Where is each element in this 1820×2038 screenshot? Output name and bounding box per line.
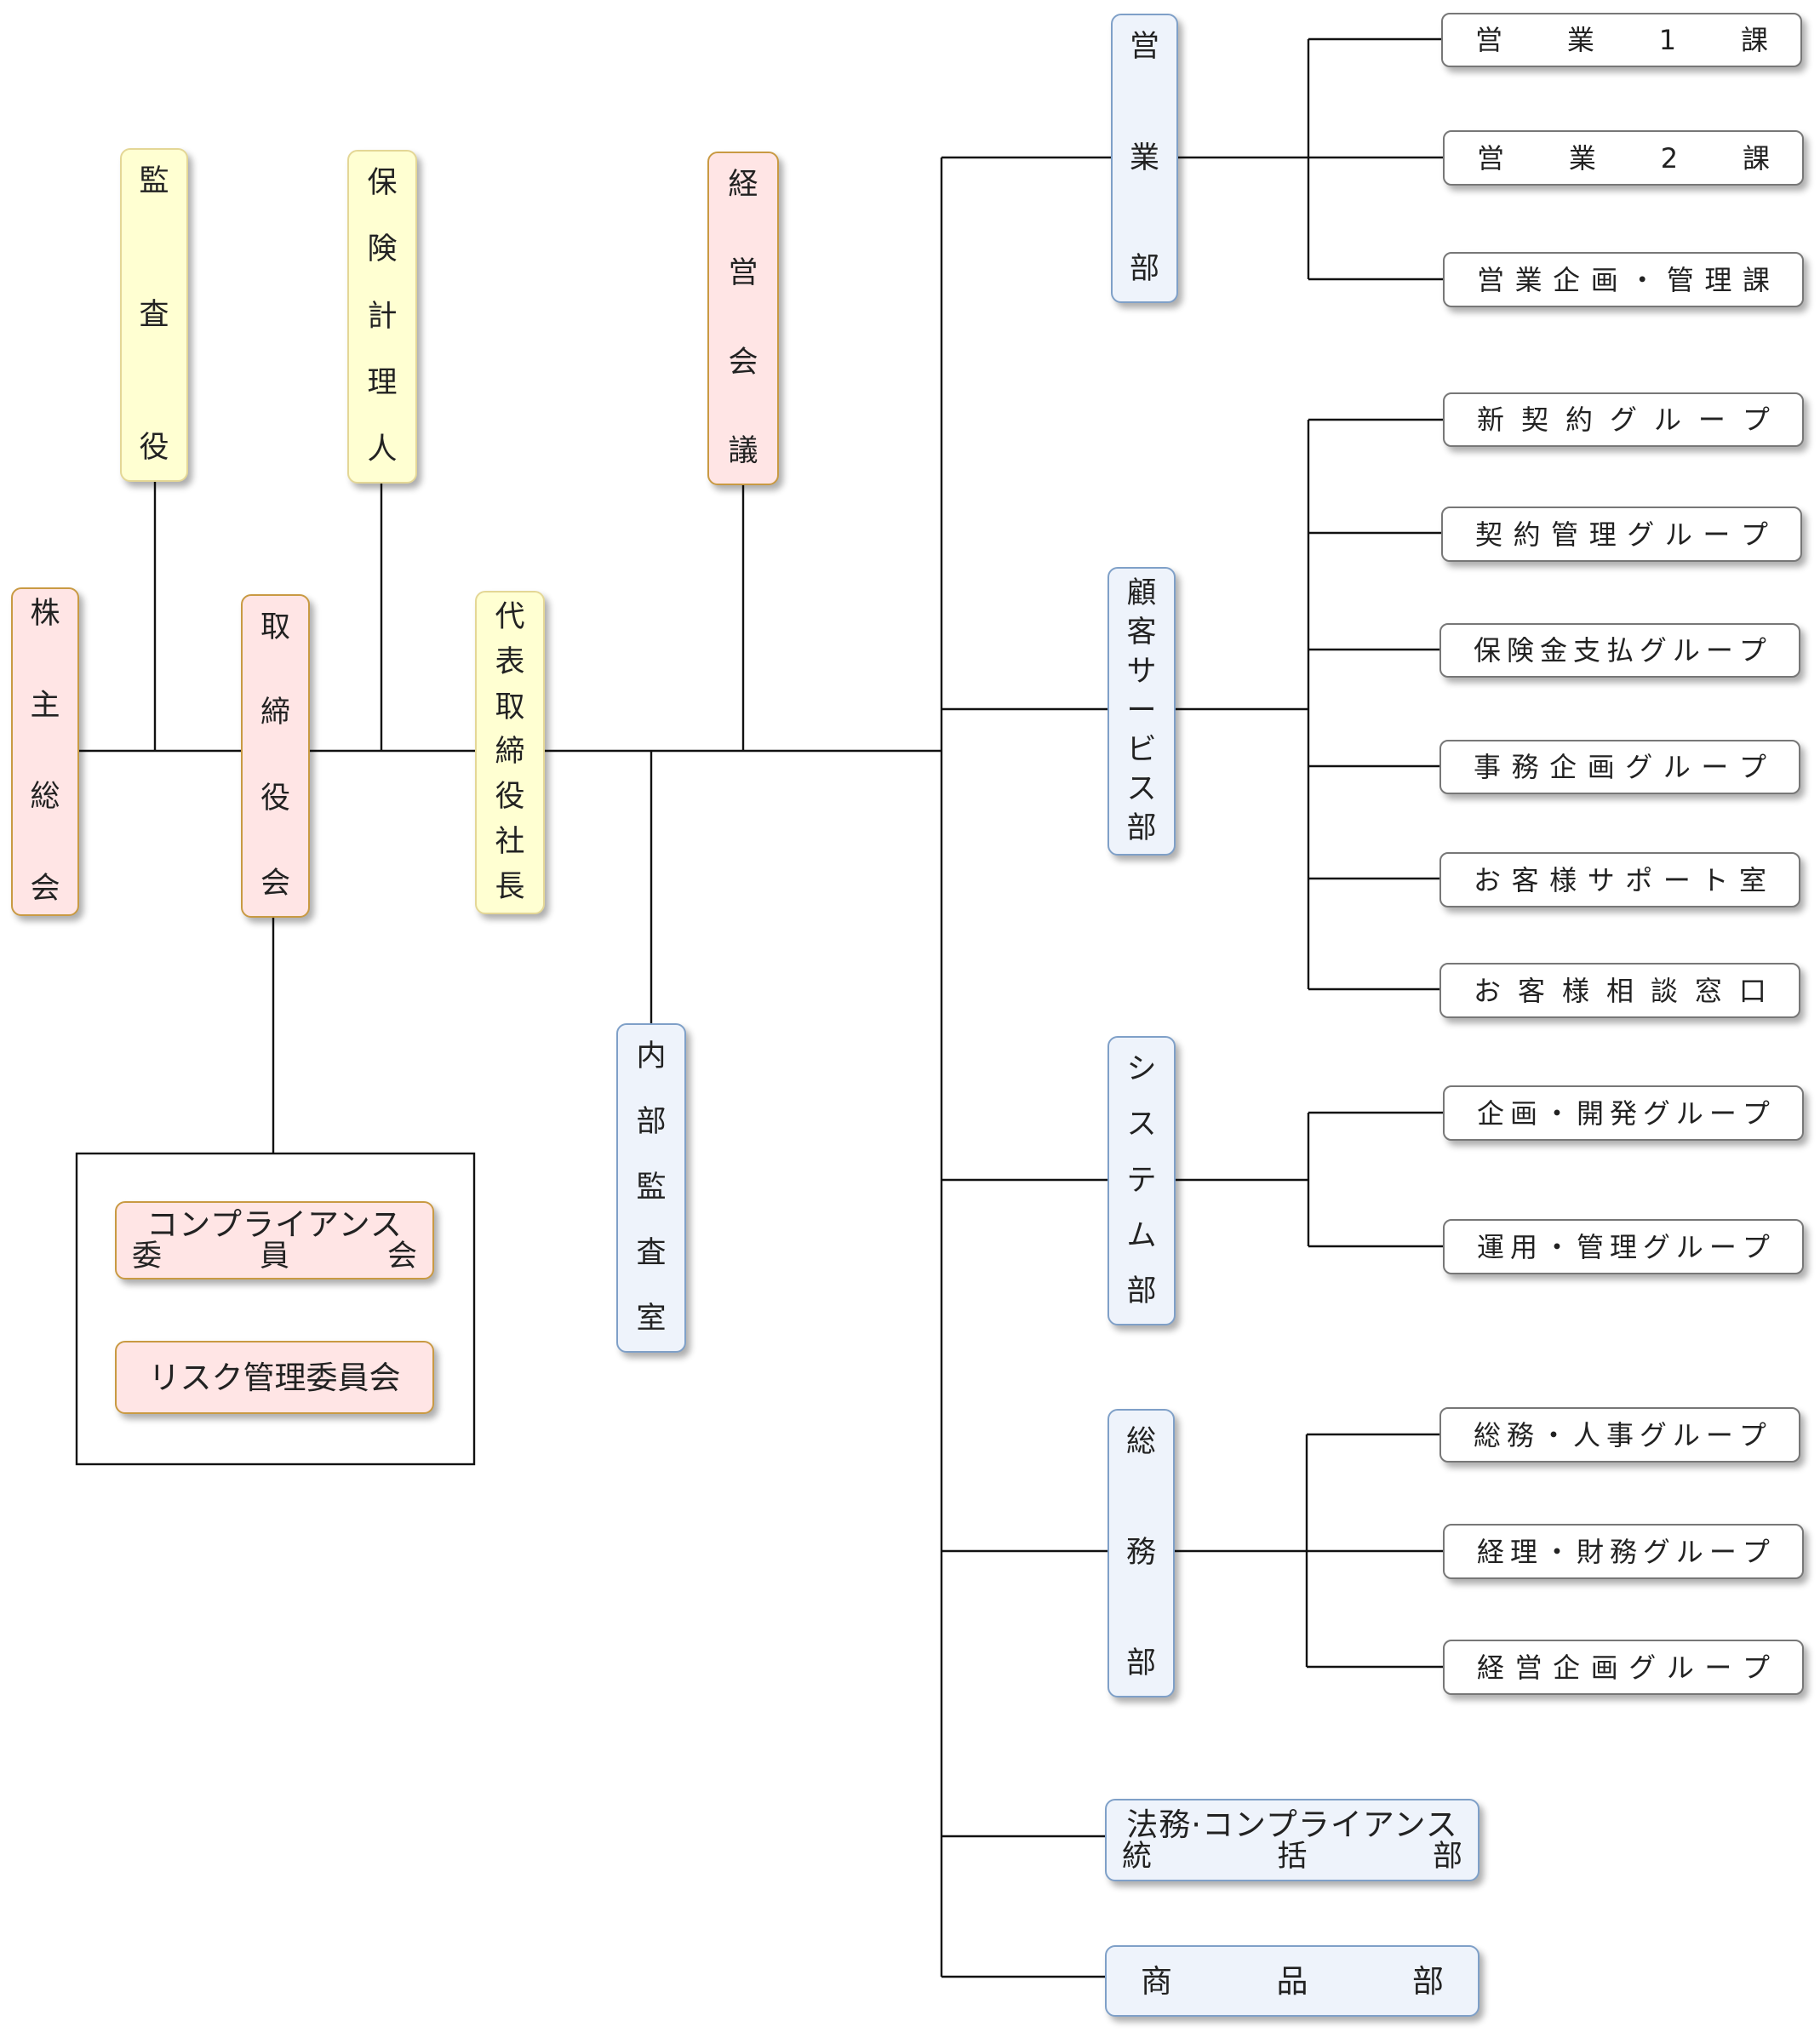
general-affairs-hr-group-box: 総務・人事グループ (1439, 1407, 1800, 1463)
compliance-committee-line2: 委 員 会 (132, 1239, 417, 1274)
admin-planning-group-box: 事務企画グループ (1439, 740, 1800, 794)
unit-label: 新契約グループ (1477, 404, 1770, 436)
label-char: 保 (367, 166, 398, 200)
label-char: 客 (1126, 615, 1157, 650)
planning-development-group-box: 企画・開発グループ (1443, 1085, 1804, 1141)
label-char: 監 (636, 1171, 667, 1205)
internal-audit-box: 内部監査室 (616, 1023, 686, 1353)
unit-label: 総務・人事グループ (1474, 1418, 1766, 1451)
unit-label: お客様相談窓口 (1474, 974, 1766, 1007)
customer-support-office-box: お客様サポート室 (1439, 852, 1800, 907)
label-char: 社 (495, 825, 525, 860)
unit-label: 企画・開発グループ (1477, 1096, 1770, 1130)
label-char: 査 (636, 1236, 667, 1270)
label-char: 室 (636, 1302, 667, 1336)
label-char: 営 (728, 256, 758, 291)
compliance-committee-box: コンプライアンス 委 員 会 (115, 1201, 434, 1279)
general-affairs-dept-box: 総務部 (1107, 1409, 1175, 1697)
president-box: 代表取締役社長 (475, 591, 545, 914)
label-char: 長 (495, 869, 525, 904)
risk-committee-label: リスク管理委員会 (148, 1359, 401, 1396)
corporate-planning-group-box: 経営企画グループ (1443, 1640, 1804, 1695)
label-char: 営 (1129, 30, 1159, 64)
actuary-box: 保険計理人 (347, 150, 417, 484)
label-char: テ (1126, 1163, 1157, 1198)
unit-label: お客様サポート室 (1474, 863, 1766, 896)
label-char: 取 (260, 610, 290, 644)
unit-label: 保険金支払グループ (1474, 634, 1766, 667)
sales-planning-section-box: 営業企画・管理課 (1443, 252, 1804, 307)
legal-compliance-line2: 統 括 部 (1122, 1839, 1462, 1874)
label-char: 監 (139, 164, 169, 198)
risk-committee-box: リスク管理委員会 (115, 1341, 434, 1414)
new-contract-group-box: 新契約グループ (1443, 392, 1804, 447)
label-char: ビ (1126, 733, 1157, 767)
label-char: 部 (1126, 1274, 1157, 1308)
customer-service-dept-box: 顧客サービス部 (1107, 567, 1176, 856)
legal-compliance-line1: 法務·コンプライアンス (1126, 1806, 1458, 1843)
label-char: ス (1126, 772, 1157, 806)
unit-label: 運用・管理グループ (1477, 1230, 1770, 1263)
auditor-box: 監査役 (120, 148, 188, 482)
label-char: 顧 (1126, 576, 1157, 610)
claims-payment-group-box: 保険金支払グループ (1439, 623, 1800, 678)
label-char: 部 (1129, 252, 1159, 286)
label-char: 代 (495, 600, 525, 634)
label-char: 計 (367, 299, 398, 334)
label-char: 取 (495, 690, 525, 724)
label-char: 総 (1125, 1425, 1156, 1459)
label-char: ス (1126, 1108, 1157, 1142)
shareholders-meeting-box: 株主総会 (11, 587, 79, 916)
label-char: 会 (728, 345, 758, 380)
label-char: 表 (495, 644, 525, 679)
label-char: 締 (495, 735, 525, 770)
label-char: 経 (728, 168, 758, 202)
contract-management-group-box: 契約管理グループ (1441, 507, 1802, 562)
label-char: サ (1126, 655, 1157, 689)
label-char: ム (1126, 1218, 1157, 1253)
legal-compliance-dept-box: 法務·コンプライアンス 統 括 部 (1105, 1799, 1479, 1881)
label-char: 主 (30, 688, 60, 723)
label-char: 内 (636, 1039, 667, 1073)
label-char: 部 (636, 1105, 667, 1139)
label-char: ー (1126, 694, 1157, 728)
label-char: 役 (139, 431, 169, 465)
compliance-committee-line1: コンプライアンス (146, 1206, 403, 1243)
label-char: 部 (1125, 1646, 1156, 1680)
system-dept-box: システム部 (1107, 1036, 1176, 1325)
label-char: 部 (1126, 811, 1157, 845)
unit-label: 経理・財務グループ (1477, 1535, 1770, 1568)
customer-consultation-box: お客様相談窓口 (1439, 963, 1800, 1018)
label-char: 議 (728, 433, 758, 468)
label-char: 査 (139, 297, 169, 332)
label-char: 人 (367, 432, 398, 467)
label-char: 役 (495, 780, 525, 815)
board-of-directors-box: 取締役会 (241, 594, 310, 918)
management-meeting-box: 経営会議 (707, 152, 779, 485)
unit-label: 契約管理グループ (1475, 518, 1768, 551)
label-char: 務 (1125, 1536, 1156, 1570)
label-char: 総 (30, 780, 60, 815)
sales-dept-box: 営業部 (1111, 14, 1178, 303)
unit-label: 事務企画グループ (1474, 751, 1766, 783)
label-char: 険 (367, 232, 398, 267)
label-char: 役 (260, 781, 290, 816)
unit-label: 経営企画グループ (1477, 1651, 1770, 1684)
label-char: 会 (260, 866, 290, 901)
unit-label: 営業企画・管理課 (1477, 263, 1770, 296)
label-char: シ (1126, 1052, 1157, 1086)
label-char: 理 (367, 365, 398, 400)
label-char: 業 (1129, 140, 1159, 175)
label-char: 会 (30, 871, 60, 906)
operation-management-group-box: 運用・管理グループ (1443, 1219, 1804, 1274)
label-char: 株 (30, 597, 60, 631)
products-dept-box: 商 品 部 (1105, 1945, 1479, 2017)
accounting-finance-group-box: 経理・財務グループ (1443, 1524, 1804, 1579)
label-char: 締 (260, 696, 290, 730)
